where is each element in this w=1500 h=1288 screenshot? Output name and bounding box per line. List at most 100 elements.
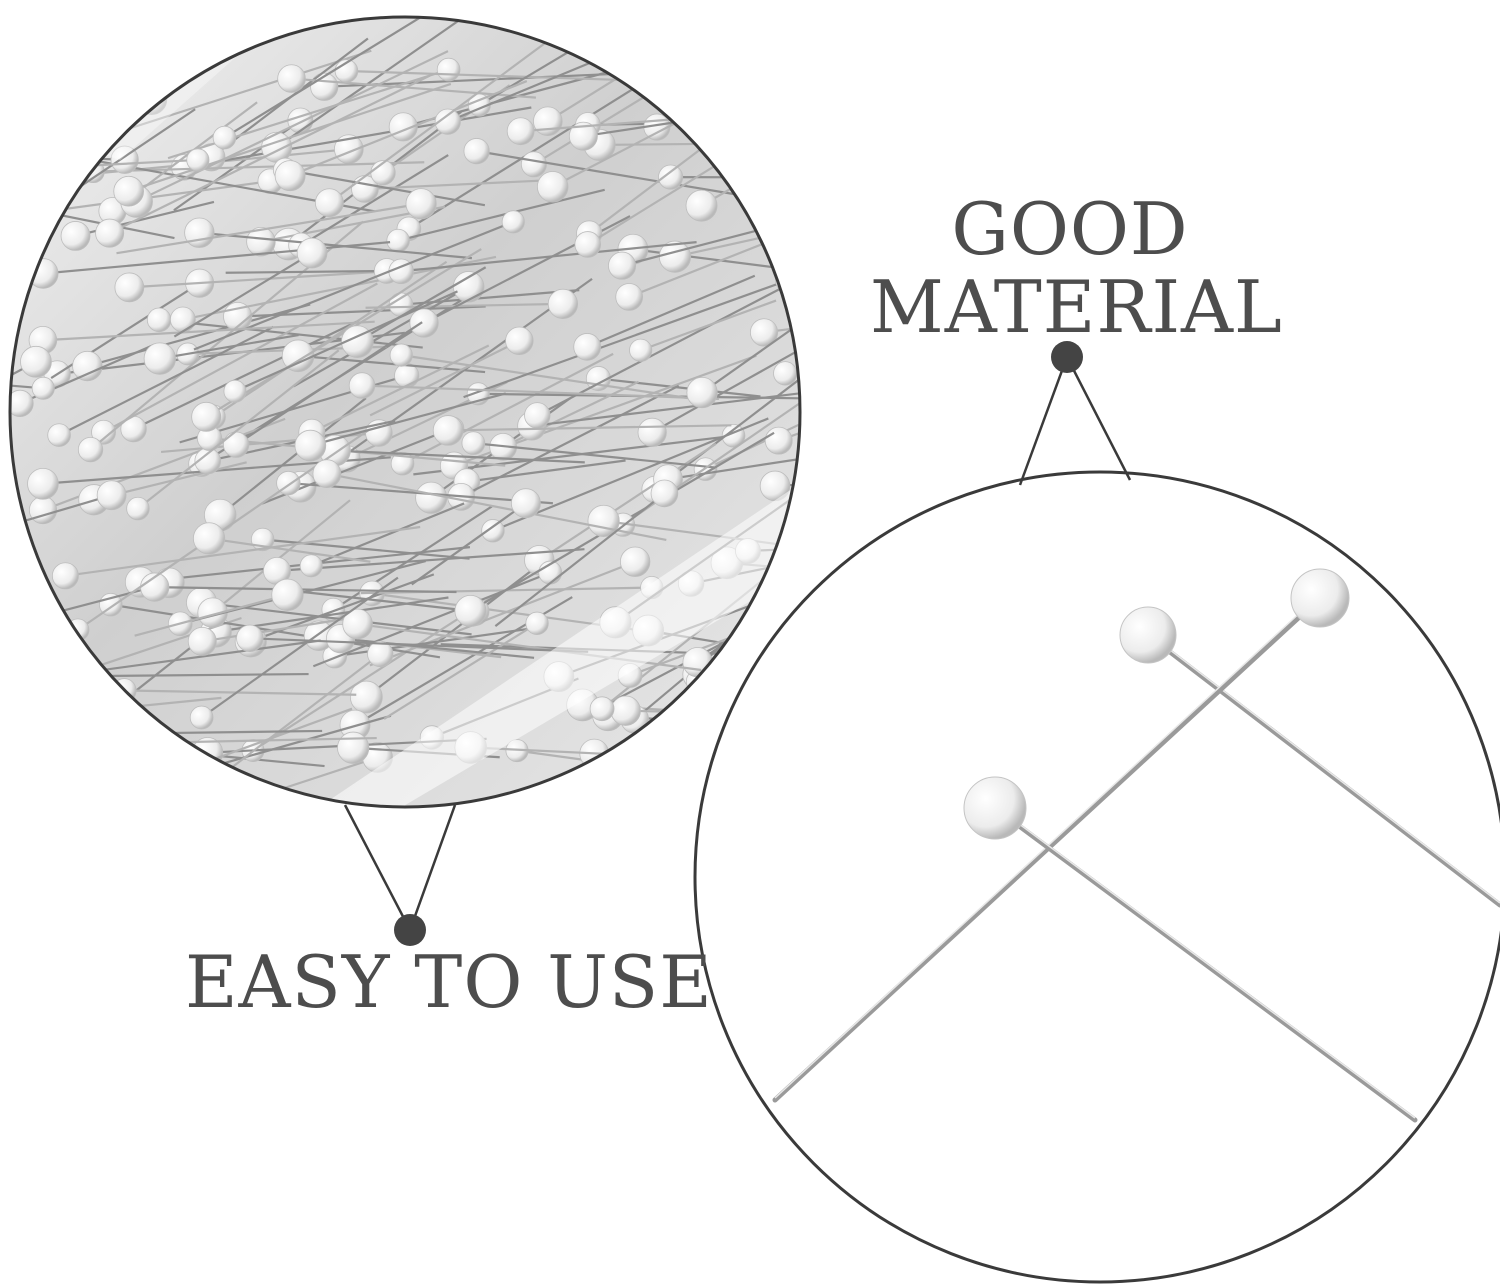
pins-closeup-photo xyxy=(695,472,1500,1282)
pile-pin-head xyxy=(169,306,196,333)
pile-pin-head xyxy=(95,218,125,248)
pile-pin-head xyxy=(405,188,437,220)
pin-3-shaft xyxy=(992,805,1418,1123)
pile-pin xyxy=(146,307,423,349)
pile-pin-head xyxy=(296,237,328,269)
right-circle-pins-closeup xyxy=(693,470,1500,1284)
pile-pin-head xyxy=(41,110,70,139)
pile-pin-head xyxy=(386,228,410,253)
left-circle-outline xyxy=(8,15,802,809)
pile-pin-head xyxy=(21,197,47,223)
good-material-line-1: GOOD xyxy=(951,187,1189,271)
pile-pin-head xyxy=(287,107,314,134)
pile-pin xyxy=(411,488,541,586)
pile-pin-head xyxy=(682,647,713,678)
pile-pin-shaft xyxy=(154,586,457,594)
pile-pin-head xyxy=(314,188,344,218)
pile-pin-shaft xyxy=(159,333,299,360)
pile-pin xyxy=(116,188,437,255)
pile-pin-head xyxy=(524,402,551,429)
pile-pin-head xyxy=(223,431,250,458)
pile-pin xyxy=(432,415,732,446)
pile-pin-head xyxy=(415,481,448,514)
pile-pin-head xyxy=(31,376,55,400)
pile-pin xyxy=(212,17,426,150)
pile-pin-head xyxy=(274,160,306,192)
pile-pin-head xyxy=(348,372,376,399)
pile-pin-shaft xyxy=(778,335,800,442)
pile-pin-shaft xyxy=(65,525,421,577)
pile-pin-shaft xyxy=(199,231,472,260)
pile-pin-head xyxy=(189,705,214,730)
pile-pin-head xyxy=(186,148,210,172)
pile-pin-head xyxy=(658,736,682,760)
pile-pin-head xyxy=(337,731,370,764)
pile-pin-head xyxy=(432,415,464,446)
pile-pin-head xyxy=(25,663,51,690)
pin-1-shaft-highlight xyxy=(1147,632,1500,904)
pile-pin xyxy=(189,576,399,730)
pile-pin-shaft xyxy=(494,492,666,628)
pile-pin-shaft xyxy=(760,17,800,45)
pile-pin-shaft xyxy=(128,82,452,193)
pile-pin-shaft xyxy=(790,50,800,92)
pile-pin-head xyxy=(573,333,602,361)
pile-pin xyxy=(764,335,800,455)
pile-pin-shaft xyxy=(463,278,789,399)
pile-pin-shaft xyxy=(134,593,288,637)
pile-pin-head xyxy=(718,31,744,57)
pile-pin-head xyxy=(749,318,779,347)
pile-pin-head xyxy=(759,204,792,237)
pile-pin xyxy=(629,299,777,362)
pile-pin-head xyxy=(146,307,172,333)
pile-pin-head xyxy=(764,426,793,455)
good-material-label: GOOD MATERIAL xyxy=(870,187,1282,346)
pile-pin xyxy=(390,352,614,476)
pile-pin xyxy=(741,80,800,164)
pile-pin-shaft xyxy=(97,49,372,140)
pile-pin xyxy=(134,578,304,637)
pile-pin-shaft xyxy=(42,320,375,342)
pile-pin-head xyxy=(481,519,505,543)
pin-1-shaft xyxy=(1145,632,1500,908)
connector-line-left xyxy=(343,804,412,931)
pile-pin xyxy=(643,17,800,141)
pile-pin-head xyxy=(741,138,767,164)
pile-pin-shaft xyxy=(466,459,626,483)
pile-pin-shaft xyxy=(674,220,800,258)
pile-pin-head xyxy=(96,480,127,511)
pile-pin-shaft xyxy=(460,384,680,498)
pile-pin-shaft xyxy=(133,320,358,431)
pile-pin xyxy=(292,271,485,388)
pile-pin-shaft xyxy=(58,325,274,437)
pile-pin xyxy=(461,431,715,469)
pile-pin xyxy=(215,640,394,781)
pile-pin-shaft xyxy=(326,472,667,542)
connector-line-left xyxy=(1018,356,1069,486)
pile-pin-head xyxy=(650,479,679,508)
pile-pin-head xyxy=(51,562,79,590)
pile-pin-head xyxy=(67,142,92,167)
pile-pin-head xyxy=(299,554,323,578)
pile-pin-head xyxy=(212,125,237,150)
pile-pin-head xyxy=(349,680,383,714)
pile-pin-shaft xyxy=(651,310,800,434)
pile-pin-head xyxy=(126,496,150,521)
pile-pin xyxy=(47,325,274,447)
pile-pin xyxy=(729,17,800,93)
pile-pin xyxy=(120,320,358,443)
pile-pin-head xyxy=(246,226,276,257)
pile-pin xyxy=(494,479,679,628)
pile-pin-head xyxy=(10,389,34,418)
pile-pin xyxy=(389,343,700,401)
pile-pin-shaft xyxy=(401,354,700,401)
pile-pin-shaft xyxy=(200,576,399,719)
pile-pin-shaft xyxy=(772,17,800,49)
pile-pin-shaft xyxy=(173,252,313,338)
connector-line-right xyxy=(408,804,457,931)
pile-pin-head xyxy=(104,720,131,747)
pile-pin-shaft xyxy=(411,502,527,586)
pile-pin xyxy=(143,333,299,375)
pile-pin-head xyxy=(294,429,327,462)
pile-pin-head xyxy=(143,342,176,375)
